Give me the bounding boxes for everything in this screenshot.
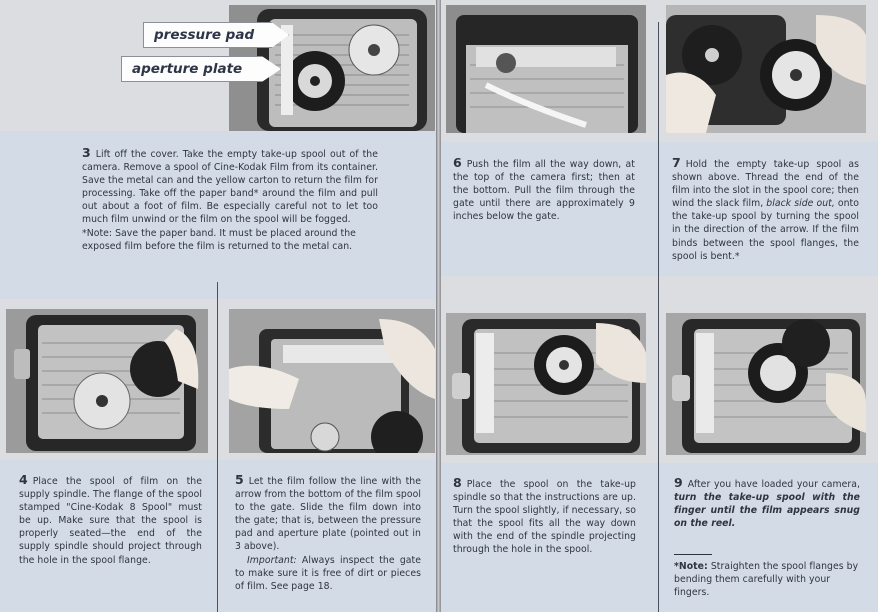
photo-step-5 bbox=[229, 309, 435, 453]
column-divider-right bbox=[658, 22, 659, 612]
photo-step-7 bbox=[666, 5, 866, 133]
step-3-text: Lift off the cover. Take the empty take-… bbox=[82, 149, 378, 226]
camera-film-pushed-image bbox=[446, 5, 646, 133]
camera-open-gate-image bbox=[229, 5, 435, 131]
page-gutter bbox=[436, 0, 441, 612]
step-7-text-a: Hold the empty take-up spool as shown ab… bbox=[672, 159, 859, 210]
step-9-note-text: Straighten the spool flanges by bending … bbox=[674, 561, 859, 599]
photo-step-9 bbox=[666, 313, 866, 455]
step-5-number: 5 bbox=[235, 472, 244, 487]
callout-pressure-pad-label: pressure pad bbox=[154, 27, 255, 43]
step-9-note-rule bbox=[674, 554, 712, 555]
step-4-number: 4 bbox=[19, 472, 28, 487]
callout-pressure-pad: pressure pad bbox=[143, 22, 289, 48]
step-3-note: *Note: Save the paper band. It must be p… bbox=[82, 227, 356, 252]
camera-loaded-finger-image bbox=[666, 313, 866, 455]
panel-step-6-7 bbox=[441, 142, 878, 276]
camera-film-gate-hands-image bbox=[229, 309, 435, 453]
step-7-text-b: onto the take-up spool by turning the sp… bbox=[672, 198, 859, 262]
step-8-text: Place the spool on the take-up spindle s… bbox=[453, 479, 636, 556]
step-7-number: 7 bbox=[672, 155, 681, 170]
step-9-text-a: After you have loaded your camera, bbox=[687, 479, 860, 490]
column-divider-left bbox=[217, 282, 218, 612]
photo-step-3 bbox=[229, 5, 435, 131]
step-6-text: Push the film all the way down, at the t… bbox=[453, 159, 635, 223]
camera-spool-supply-image bbox=[6, 309, 208, 453]
step-9-text-bold: turn the take-up spool with the finger u… bbox=[674, 492, 860, 530]
column-divider-right-bottom bbox=[658, 463, 659, 612]
step-3-number: 3 bbox=[82, 145, 91, 160]
step-9-text-block: 9 After you have loaded your camera, turn… bbox=[674, 476, 860, 530]
panel-step-3 bbox=[0, 131, 436, 299]
panel-step-4 bbox=[0, 460, 218, 612]
step-9-note-block: *Note: Straighten the spool flanges by b… bbox=[674, 560, 860, 599]
photo-step-6 bbox=[446, 5, 646, 133]
step-7-text-italic: black side out, bbox=[766, 198, 835, 210]
panel-step-8-9 bbox=[441, 463, 878, 612]
step-8-number: 8 bbox=[453, 475, 462, 490]
step-9-number: 9 bbox=[674, 475, 683, 490]
callout-aperture-plate-label: aperture plate bbox=[132, 61, 243, 77]
camera-takeup-spindle-image bbox=[446, 313, 646, 455]
photo-step-8 bbox=[446, 313, 646, 455]
panel-step-5 bbox=[219, 460, 436, 612]
step-4-text: Place the spool of film on the supply sp… bbox=[19, 476, 202, 566]
step-5-important-text: Always inspect the gate to make sure it … bbox=[235, 554, 421, 592]
callout-aperture-plate: aperture plate bbox=[121, 56, 281, 82]
photo-step-4 bbox=[6, 309, 208, 453]
step-5-important-label: Important: bbox=[247, 554, 297, 566]
step-6-number: 6 bbox=[453, 155, 462, 170]
step-9-note-label: *Note: bbox=[674, 561, 708, 572]
hands-threading-takeup-spool-image bbox=[666, 5, 866, 133]
step-5-text: Let the film follow the line with the ar… bbox=[235, 476, 421, 553]
